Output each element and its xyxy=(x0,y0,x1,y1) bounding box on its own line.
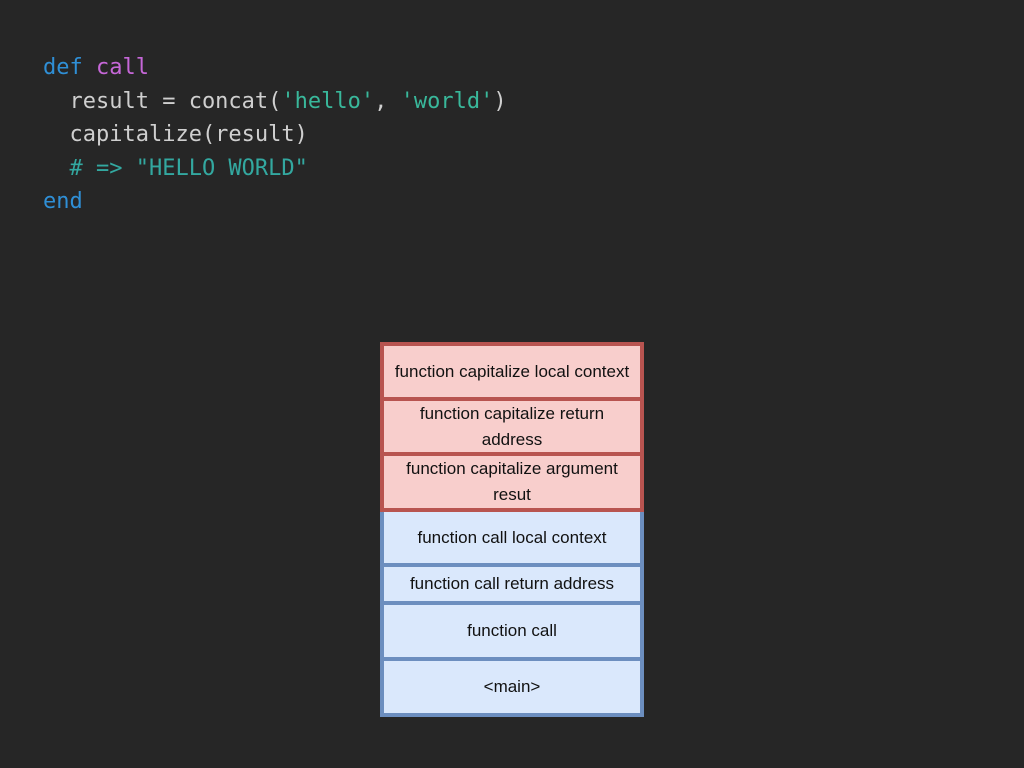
code-token: result = concat( xyxy=(43,88,282,114)
stack-frame-label: function call local context xyxy=(417,527,607,547)
code-line: result = concat('hello', 'world') xyxy=(43,85,507,119)
code-line: # => "HELLO WORLD" xyxy=(43,152,507,186)
code-token: call xyxy=(95,55,149,80)
stack-frame-label: function capitalize argument resut xyxy=(406,459,618,504)
code-token: capitalize(result) xyxy=(43,122,308,147)
code-token: , xyxy=(374,88,401,114)
stack-frame: <main> xyxy=(380,657,644,717)
code-line: capitalize(result) xyxy=(43,118,507,152)
code-token: 'world' xyxy=(400,88,494,114)
stack-frame-label: <main> xyxy=(483,677,541,696)
code-token: ) xyxy=(493,88,507,114)
stack-frame: function call return address xyxy=(380,563,644,605)
call-stack-diagram: function capitalize local context functio… xyxy=(380,342,644,717)
code-token: end xyxy=(43,189,83,214)
code-token: 'hello' xyxy=(281,88,375,114)
stack-frame-label: function capitalize local context xyxy=(394,361,630,381)
stack-frame: function call xyxy=(380,601,644,661)
stack-frame: function capitalize local context xyxy=(380,342,644,401)
stack-frame-label: function call xyxy=(467,621,557,640)
stack-frame-label: function capitalize return address xyxy=(419,403,605,449)
code-line: def call xyxy=(43,51,507,85)
code-token: def xyxy=(43,55,96,80)
code-block: def call result = concat('hello', 'world… xyxy=(43,51,507,219)
stack-frame: function capitalize return address xyxy=(380,397,644,456)
stack-frame: function call local context xyxy=(380,508,644,567)
code-line: end xyxy=(43,185,507,219)
code-token: # => "HELLO WORLD" xyxy=(43,155,308,181)
stack-frame-label: function call return address xyxy=(409,574,615,593)
stack-frame: function capitalize argument resut xyxy=(380,452,644,512)
